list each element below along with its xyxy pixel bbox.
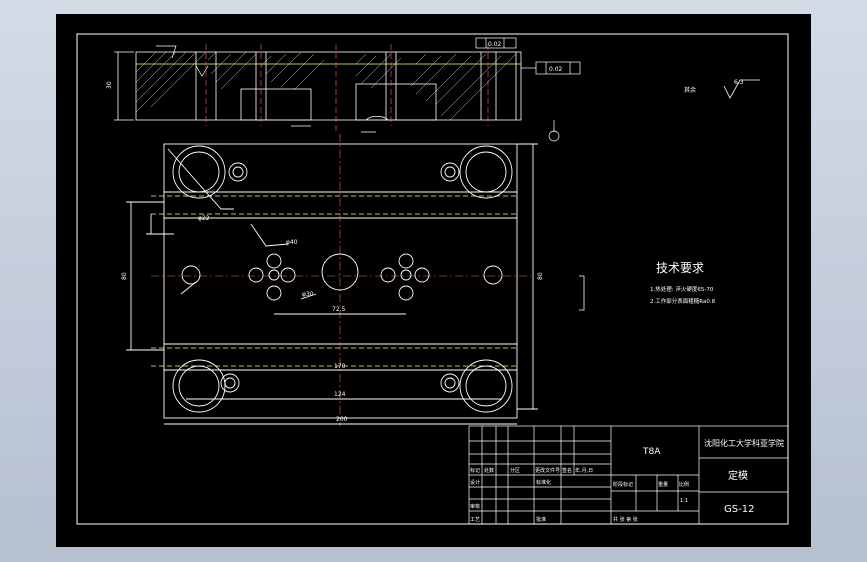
- school-name: 沈阳化工大学科亚学院: [704, 438, 784, 448]
- side-label-process: 工艺: [470, 517, 480, 523]
- thickness-dim-label: 30: [106, 81, 113, 89]
- scale-value: 1:1: [680, 498, 688, 504]
- pitch-dim: 72.5: [332, 306, 346, 313]
- title-block: [468, 425, 789, 525]
- width-dim-200: 200: [336, 416, 348, 423]
- tech-note-2: 2.工作部分表面粗糙Ra0.8: [650, 297, 716, 305]
- scale-label: 比例: [679, 481, 689, 488]
- side-label-design: 设计: [470, 479, 480, 486]
- stage-label: 阶段标记: [613, 481, 633, 488]
- section-outline: [135, 51, 522, 121]
- section-bracket: [579, 275, 585, 311]
- flatness-value: 0.02: [488, 41, 502, 48]
- roughness-mark: [723, 79, 760, 99]
- row-label-change: 更改文件号: [535, 467, 560, 474]
- section-view: [114, 44, 522, 134]
- drawing-number: GS-12: [724, 504, 754, 515]
- material-text: T8A: [642, 447, 661, 457]
- row-label-count: 处数: [484, 467, 494, 474]
- dia-dim-30: φ30: [302, 291, 314, 298]
- plan-view: [126, 134, 538, 426]
- row-label-mark: 标记: [470, 467, 480, 474]
- parallel-value: 0.02: [549, 66, 563, 73]
- tech-req-title: 技术要求: [656, 261, 704, 275]
- part-name: 定模: [728, 469, 748, 482]
- row-label-sign: 签名: [562, 467, 572, 474]
- drawing-canvas: 30 0.02 0.02: [56, 14, 811, 547]
- section-hatch: [135, 51, 517, 121]
- punch-holes: [248, 253, 430, 301]
- tech-note-1: 1.热处理: 淬火硬度65-70: [650, 285, 714, 293]
- roughness-value: 6.3: [734, 79, 744, 86]
- dia-dim-40: φ40: [286, 239, 298, 246]
- flatness-tolerance-frame: [156, 37, 581, 77]
- width-dim-170: 170: [334, 363, 346, 370]
- width-dim-124: 124: [334, 391, 346, 398]
- screw-holes: [181, 162, 503, 393]
- weight-label: 重量: [658, 481, 668, 488]
- guide-holes: [172, 145, 513, 413]
- height-dim-left: 80: [121, 272, 128, 280]
- row-label-date: 年,月,日: [575, 467, 593, 474]
- side-label-review: 审核: [470, 503, 480, 510]
- dia-dim-22: φ22: [198, 215, 210, 222]
- approve-label: 批准: [536, 516, 546, 523]
- height-dim-right: 80: [537, 272, 544, 280]
- std-label: 标准化: [536, 479, 551, 486]
- cad-drawing: 30 0.02 0.02: [76, 33, 789, 525]
- sheet-label: 共 张 第 张: [613, 516, 638, 523]
- drawing-border: [76, 33, 789, 525]
- row-label-zone: 分区: [510, 467, 520, 474]
- plan-outline: [163, 143, 518, 419]
- roughness-label: 其余: [684, 86, 696, 94]
- datum-symbol: [548, 120, 560, 142]
